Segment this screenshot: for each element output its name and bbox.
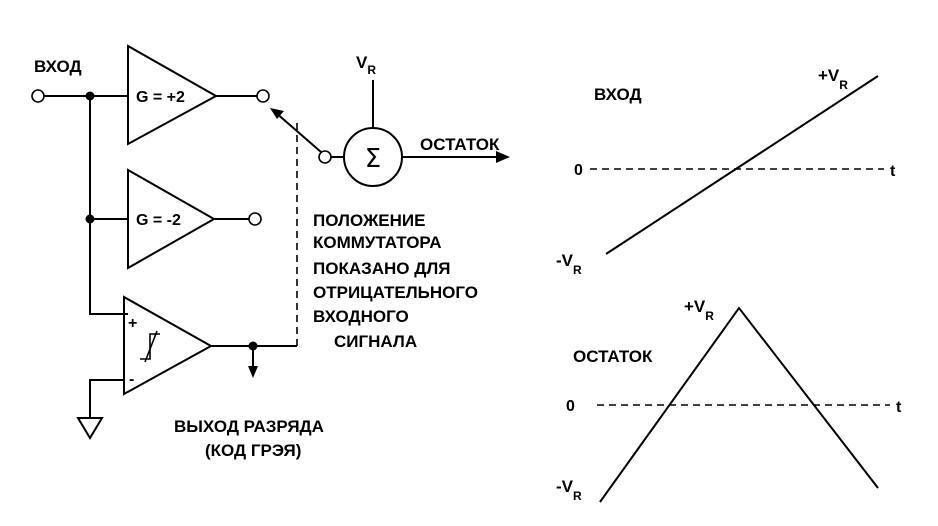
switch-contact-pos [256,89,270,103]
bit-output-label: ВЫХОД РАЗРЯДА [174,417,324,436]
ground-wire [89,379,124,418]
switch-note-line: ВХОДНОГО [313,307,409,326]
residue-arrowhead [496,151,510,163]
junction-dot [85,91,95,101]
input-graph-title: ВХОД [594,85,642,104]
bit-output-arrowhead [248,366,258,378]
input-graph-max-label: +VR [818,66,848,92]
amp-pos-gain-label: G = +2 [136,89,185,106]
switch-pivot [318,150,332,164]
comparator [123,295,214,396]
hysteresis-icon [140,333,160,360]
residue-graph-zero-label: 0 [566,398,575,415]
schematic: ВХОД G = +2 G = -2 Σ VR ОСТАТОК [31,44,510,460]
switch-note-line: СИГНАЛА [334,332,417,351]
input-graph: ВХОД 0 t +VR -VR [556,66,896,277]
comparator-plus-label: + [128,315,137,332]
amp-neg-gain-label: G = -2 [136,212,181,229]
junction-dot [85,214,95,224]
input-label: ВХОД [34,57,82,76]
hysteresis-icon-slash [144,330,158,363]
sigma-icon: Σ [365,144,381,174]
input-bus-wire [89,96,128,315]
amplifier-pos-gain [127,44,219,146]
reference-label: VR [356,53,376,77]
residue-fold-line [599,306,879,503]
switch-contact-neg [248,212,262,226]
residue-output-label: ОСТАТОК [420,135,500,154]
input-graph-time-label: t [890,163,896,180]
comparator-minus-label: - [129,371,134,388]
residue-graph-max-label: +VR [684,297,714,323]
switch-note-line: ПОЛОЖЕНИЕ [313,211,425,230]
residue-graph-min-label: -VR [556,477,582,503]
ground-icon [76,417,104,440]
input-graph-zero-label: 0 [574,162,583,179]
switch-note-line: КОММУТАТОРА [313,233,442,252]
residue-graph-title: ОСТАТОК [573,347,653,366]
input-ramp-line [605,75,879,255]
switch-note-line: ОТРИЦАТЕЛЬНОГО [313,283,478,302]
reference-label-main: V [356,53,368,72]
amplifier-neg-gain [127,168,217,270]
input-graph-min-label: -VR [556,251,582,277]
switch-note-line: ПОКАЗАНО ДЛЯ [313,259,451,278]
residue-graph: ОСТАТОК 0 t +VR -VR [556,297,902,503]
reference-label-sub: R [367,63,376,77]
input-terminal [31,89,45,103]
bit-output-sublabel: (КОД ГРЭЯ) [205,441,301,460]
residue-graph-time-label: t [896,399,902,416]
switch-arm [274,111,322,153]
switch-arrowhead [270,108,284,119]
